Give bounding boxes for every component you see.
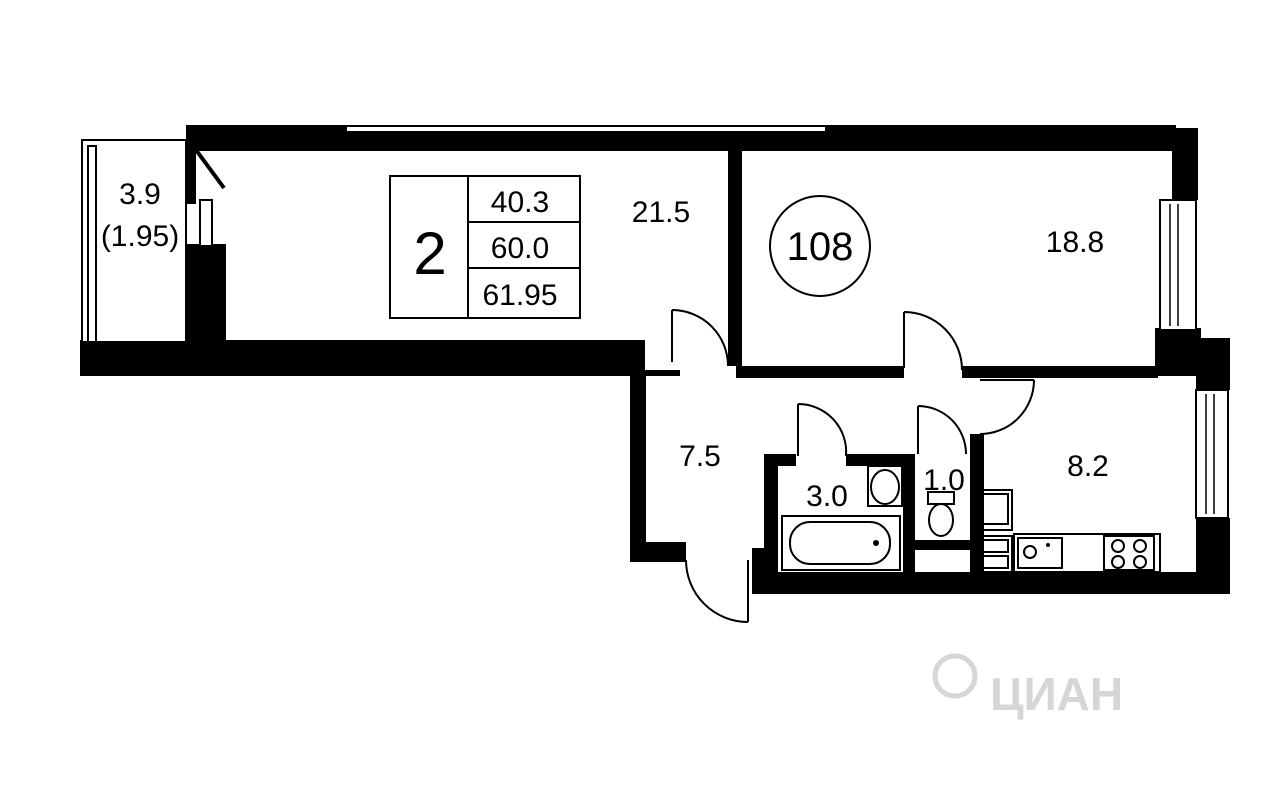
total-area-with-balcony-value: 61.95 [482, 279, 557, 312]
wall-hall-bottom [630, 542, 686, 562]
apartment-number-badge [769, 195, 871, 297]
door-entrance [685, 559, 749, 623]
wall-hall-left [630, 376, 646, 562]
balcony-door-window [199, 199, 213, 247]
apartment-number: 108 [787, 225, 854, 269]
watermark: ЦИАН [932, 653, 1123, 720]
wall-balcony-side-lower [182, 244, 226, 354]
rooms-count: 2 [413, 220, 446, 287]
wall-bath-top-right [846, 454, 908, 466]
washing-machine-icon [975, 489, 1013, 531]
living-area-value: 40.3 [491, 186, 549, 219]
wall-bath-toilet [903, 454, 915, 572]
door-toilet [917, 405, 967, 455]
total-area-value: 60.0 [491, 232, 549, 265]
wall-toilet-bottom [912, 540, 976, 550]
balcony-glazing [87, 145, 97, 343]
wall-bedroom-bottom-right [962, 366, 1158, 378]
watermark-logo-icon [932, 653, 978, 699]
wall-right-pier [1155, 328, 1201, 376]
watermark-text: ЦИАН [990, 668, 1123, 720]
walls [80, 125, 1230, 594]
wall-bedroom-bottom-left [736, 366, 904, 378]
kitchen-counter [1013, 533, 1161, 573]
toilet-area-label: 1.0 [923, 464, 965, 497]
wall-bottom [758, 572, 1198, 594]
stove-icon [1103, 535, 1155, 571]
wall-bath-left [764, 454, 778, 572]
kitchen-window [1195, 389, 1229, 519]
balcony-outline [81, 139, 187, 343]
wall-bedroom-left [728, 148, 742, 366]
balcony-area-label: 3.9 [119, 178, 161, 211]
wall-right-pier-2 [1196, 338, 1230, 390]
bedroom-area-label: 18.8 [1046, 226, 1104, 259]
door-living [671, 309, 729, 367]
top-window-strip [345, 125, 827, 133]
kitchen-sink-icon [1017, 537, 1063, 569]
fixtures [781, 465, 1161, 573]
living-room-area-label: 21.5 [632, 196, 690, 229]
washbasin-icon [867, 465, 903, 507]
hallway-area-label: 7.5 [679, 440, 721, 473]
door-bathroom [797, 402, 848, 457]
door-bedroom [903, 311, 963, 371]
bathtub-icon [781, 515, 901, 571]
balcony-door-leaf [194, 148, 226, 190]
wall-right-lower [1196, 518, 1230, 594]
wall-right-upper [1172, 128, 1198, 200]
wall-entrance-right [752, 548, 768, 594]
wall-living-bottom-edge [80, 370, 680, 376]
bathroom-area-label: 3.0 [806, 480, 848, 513]
windows [81, 125, 1229, 519]
cabinet-icon [975, 535, 1013, 573]
balcony-reduced-area-label: (1.95) [101, 220, 179, 253]
kitchen-area-label: 8.2 [1067, 450, 1109, 483]
wall-balcony-bottom [80, 340, 190, 376]
apartment-info-table: 2 40.3 60.0 61.95 [389, 175, 581, 319]
door-kitchen [979, 379, 1035, 435]
doors [671, 309, 1035, 623]
